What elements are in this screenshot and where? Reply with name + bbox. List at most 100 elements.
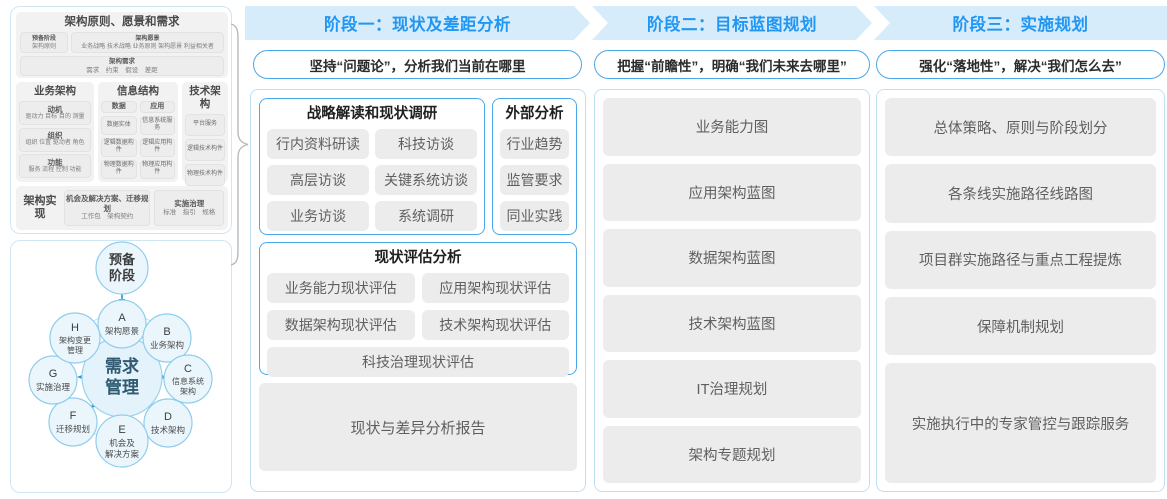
architecture-requirements-sub: 需求 约束 假设 差距 xyxy=(86,67,158,74)
phase3-item-0[interactable]: 总体策略、原则与阶段划分 xyxy=(885,98,1156,157)
motivation-sub: 驱动力 目标 目的 测量 xyxy=(25,113,85,120)
strategy-item-0[interactable]: 行内资料研读 xyxy=(267,129,369,159)
business-architecture-column: 业务架构 动机 驱动力 目标 目的 测量 组织 组织 位置 驱动者 角色 功能 … xyxy=(16,82,94,182)
governance-title: 实施治理 xyxy=(174,199,205,208)
phase-header-3-chevron xyxy=(874,6,1167,40)
application-cell-logical: 逻辑应用构件 xyxy=(139,137,175,157)
adm-node-a xyxy=(97,299,147,349)
external-item-0[interactable]: 行业趋势 xyxy=(500,129,569,159)
opportunity-migration-cell: 机会及解决方案、迁移规划 工作包 架构契约 xyxy=(64,190,151,226)
application-header: 应用 xyxy=(139,101,175,113)
strategy-item-3[interactable]: 关键系统访谈 xyxy=(375,165,477,195)
application-cell-service: 信息系统服务 xyxy=(139,115,175,135)
phase-header-2: 阶段二：目标蓝图规划 xyxy=(592,6,872,40)
strategy-item-5[interactable]: 系统调研 xyxy=(375,201,477,231)
data-cell-logical: 逻辑数据构件 xyxy=(101,137,137,157)
data-header: 数据 xyxy=(101,101,137,113)
adm-node-c-key: C xyxy=(184,363,192,375)
phase2-item-5[interactable]: 架构专题规划 xyxy=(603,425,861,483)
adm-node-b-label: 业务架构 xyxy=(150,340,184,350)
adm-node-e-label-l2: 解决方案 xyxy=(105,449,140,459)
phase-header-1-chevron xyxy=(245,6,590,40)
external-item-2[interactable]: 同业实践 xyxy=(500,201,569,231)
brace-connector xyxy=(230,23,249,266)
current-state-assessment-card: 现状评估分析 业务能力现状评估 应用架构现状评估 数据架构现状评估 技术架构现状… xyxy=(259,242,577,377)
phase-2-item-list: 业务能力图 应用架构蓝图 数据架构蓝图 技术架构蓝图 IT治理规划 架构专题规划 xyxy=(603,98,861,483)
application-subcolumn: 应用 信息系统服务 逻辑应用构件 物理应用构件 xyxy=(139,101,175,179)
business-arch-cell-function: 功能 服务 流程 控制 功能 xyxy=(19,154,91,178)
gap-analysis-report-tile[interactable]: 现状与差异分析报告 xyxy=(259,383,577,471)
preliminary-phase-title: 预备阶段 xyxy=(31,35,56,42)
architecture-vision-cell: 架构愿景 业务战略 技术战略 业务原则 架构愿景 利益相关者 xyxy=(71,32,224,53)
function-sub: 服务 流程 控制 功能 xyxy=(28,166,82,173)
assessment-title: 现状评估分析 xyxy=(374,250,462,266)
organization-sub: 组织 位置 驱动者 角色 xyxy=(25,140,85,147)
phase2-item-4[interactable]: IT治理规划 xyxy=(603,360,861,418)
adm-node-e-label-l1: 机会及 xyxy=(109,438,135,448)
adm-cycle-diagram: 需求 管理 预备 阶段 A 架构愿景 B 业务架构 C 信息系统 架构 xyxy=(28,241,213,468)
architecture-requirements-title: 架构需求 xyxy=(109,58,135,65)
adm-node-e xyxy=(95,414,149,468)
assessment-item-2[interactable]: 数据架构现状评估 xyxy=(267,310,415,340)
tech-cell-physical: 物理技术构件 xyxy=(185,164,225,186)
phase-subtitle-1: 坚持“问题论”，分析我们当前在哪里 xyxy=(253,50,582,79)
phase3-item-3[interactable]: 保障机制规划 xyxy=(885,297,1156,356)
adm-prelim-line1: 预备 xyxy=(109,252,136,267)
phase-header-3-label: 阶段三：实施规划 xyxy=(952,16,1089,34)
strategy-item-2[interactable]: 高层访谈 xyxy=(267,165,369,195)
function-title: 功能 xyxy=(47,157,63,167)
technology-architecture-column: 技术架构 平台服务 逻辑技术构件 物理技术构件 xyxy=(182,82,228,186)
strategy-research-card: 战略解读和现状调研 行内资料研读 科技访谈 高层访谈 关键系统访谈 业务访谈 系… xyxy=(259,98,485,235)
governance-sub: 标准 指引 规格 xyxy=(163,208,216,216)
opportunity-sub: 工作包 架构契约 xyxy=(81,213,134,221)
phase2-item-0[interactable]: 业务能力图 xyxy=(603,98,861,156)
motivation-title: 动机 xyxy=(47,104,63,114)
data-cell-physical: 物理数据构件 xyxy=(101,159,137,179)
external-item-1[interactable]: 监管要求 xyxy=(500,165,569,195)
phase-2-body: 业务能力图 应用架构蓝图 数据架构蓝图 技术架构蓝图 IT治理规划 架构专题规划 xyxy=(594,89,870,492)
strategy-research-title: 战略解读和现状调研 xyxy=(306,106,438,122)
information-architecture-title: 信息结构 xyxy=(117,85,159,97)
strategy-item-1[interactable]: 科技访谈 xyxy=(375,129,477,159)
assessment-item-governance[interactable]: 科技治理现状评估 xyxy=(267,347,569,377)
adm-node-f-label: 迁移规划 xyxy=(56,424,90,434)
architecture-requirements-cell: 架构需求 需求 约束 假设 差距 xyxy=(20,56,224,76)
adm-node-f-key: F xyxy=(70,410,77,422)
architecture-domains-block: 业务架构 动机 驱动力 目标 目的 测量 组织 组织 位置 驱动者 角色 功能 … xyxy=(16,82,228,186)
phase-header-1-label: 阶段一：现状及差距分析 xyxy=(324,16,511,34)
strategy-item-4[interactable]: 业务访谈 xyxy=(267,201,369,231)
adm-node-h-label-l1: 架构变更 xyxy=(59,335,91,345)
togaf-adm-cycle-panel: 需求 管理 预备 阶段 A 架构愿景 B 业务架构 C 信息系统 架构 xyxy=(10,240,232,493)
data-cell-entity: 数据实体 xyxy=(101,115,137,135)
adm-node-d-label: 技术架构 xyxy=(151,425,185,435)
assessment-item-1[interactable]: 应用架构现状评估 xyxy=(421,273,569,303)
business-architecture-title: 业务架构 xyxy=(34,85,76,97)
adm-node-c-label-l1: 信息系统 xyxy=(172,376,204,386)
phase3-item-4[interactable]: 实施执行中的专家管控与跟踪服务 xyxy=(885,363,1156,483)
architecture-vision-title: 架构愿景 xyxy=(135,35,160,42)
phase3-item-1[interactable]: 各条线实施路径线路图 xyxy=(885,164,1156,223)
assessment-item-3[interactable]: 技术架构现状评估 xyxy=(421,310,569,340)
information-architecture-column: 信息结构 数据 数据实体 逻辑数据构件 物理数据构件 应用 信息系统服务 逻辑应… xyxy=(98,82,178,182)
phase-header-2-chevron xyxy=(592,6,872,40)
phase3-item-2[interactable]: 项目群实施路径与重点工程提炼 xyxy=(885,230,1156,290)
phase2-item-2[interactable]: 数据架构蓝图 xyxy=(603,229,861,287)
adm-node-preliminary xyxy=(95,241,149,295)
adm-node-d xyxy=(143,398,193,448)
adm-node-a-key: A xyxy=(118,312,126,324)
adm-node-f xyxy=(48,397,98,447)
phase-1-body: 战略解读和现状调研 行内资料研读 科技访谈 高层访谈 关键系统访谈 业务访谈 系… xyxy=(250,89,586,492)
assessment-item-0[interactable]: 业务能力现状评估 xyxy=(267,273,415,303)
adm-center-line2: 管理 xyxy=(105,377,139,397)
opportunity-title: 机会及解决方案、迁移规划 xyxy=(65,194,149,213)
phase2-item-1[interactable]: 应用架构蓝图 xyxy=(603,163,861,221)
architecture-vision-sub: 业务战略 技术战略 业务原则 架构愿景 利益相关者 xyxy=(81,43,214,50)
adm-prelim-line2: 阶段 xyxy=(109,268,135,283)
preliminary-phase-sub: 架构原则 xyxy=(31,43,56,50)
phase2-item-3[interactable]: 技术架构蓝图 xyxy=(603,294,861,352)
adm-node-c xyxy=(163,354,213,404)
adm-center-line1: 需求 xyxy=(105,356,139,376)
phase-header-1: 阶段一：现状及差距分析 xyxy=(245,6,590,40)
application-cell-physical: 物理应用构件 xyxy=(139,159,175,179)
